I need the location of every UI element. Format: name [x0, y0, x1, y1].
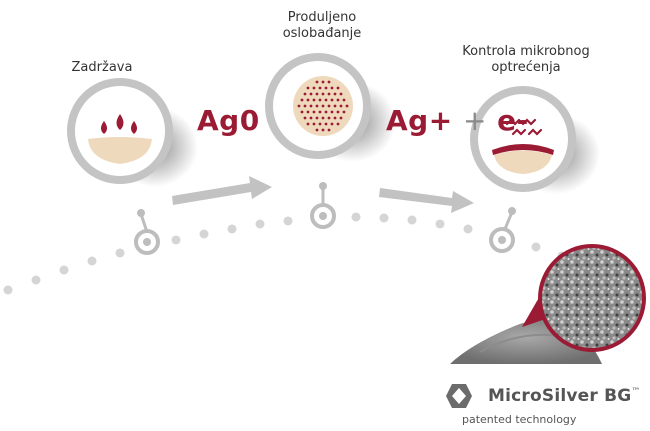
node-connector-1 [134, 209, 160, 255]
step-label-3-line-1: Kontrola mikrobnog [462, 44, 590, 59]
step-label-2-line-1: Produljeno [287, 10, 357, 25]
dotted-sphere-icon [293, 76, 353, 136]
arrow-1 [172, 176, 272, 205]
step-circle-3 [470, 86, 600, 194]
node-connector-3 [489, 207, 516, 253]
chem-plus-sign: + [462, 104, 487, 137]
step-label-2: Produljeno oslobađanje [262, 10, 382, 42]
step-label-3: Kontrola mikrobnog optrećenja [456, 44, 596, 76]
dotted-path [3, 212, 567, 295]
node-connector-2 [310, 182, 336, 229]
brand-name-text: MicroSilver BG [488, 386, 632, 406]
brand-trademark: ™ [631, 387, 641, 397]
step-label-1-text: Zadržava [71, 60, 133, 75]
wavy-lines-over-pad-icon [492, 118, 554, 174]
step-label-3-line-2: optrećenja [491, 60, 561, 75]
step-circle-1 [67, 78, 198, 187]
brand-tagline: patented technology [462, 413, 577, 426]
arrow-2 [379, 188, 474, 213]
chem-electron: e- [497, 104, 529, 137]
step-circle-2 [265, 53, 396, 162]
step-label-1: Zadržava [62, 60, 142, 76]
chem-ag-plus: Ag+ [386, 104, 453, 137]
liquid-drops-on-pad-icon [88, 114, 152, 164]
brand-name: MicroSilver BG™ [488, 386, 641, 406]
microscope-zoom-callout [522, 244, 646, 352]
chem-equation: Ag+ + e- [386, 104, 529, 137]
chem-ag0: Ag0 [197, 104, 260, 137]
microsilver-shield-logo [446, 384, 472, 408]
step-label-2-line-2: oslobađanje [282, 26, 362, 41]
